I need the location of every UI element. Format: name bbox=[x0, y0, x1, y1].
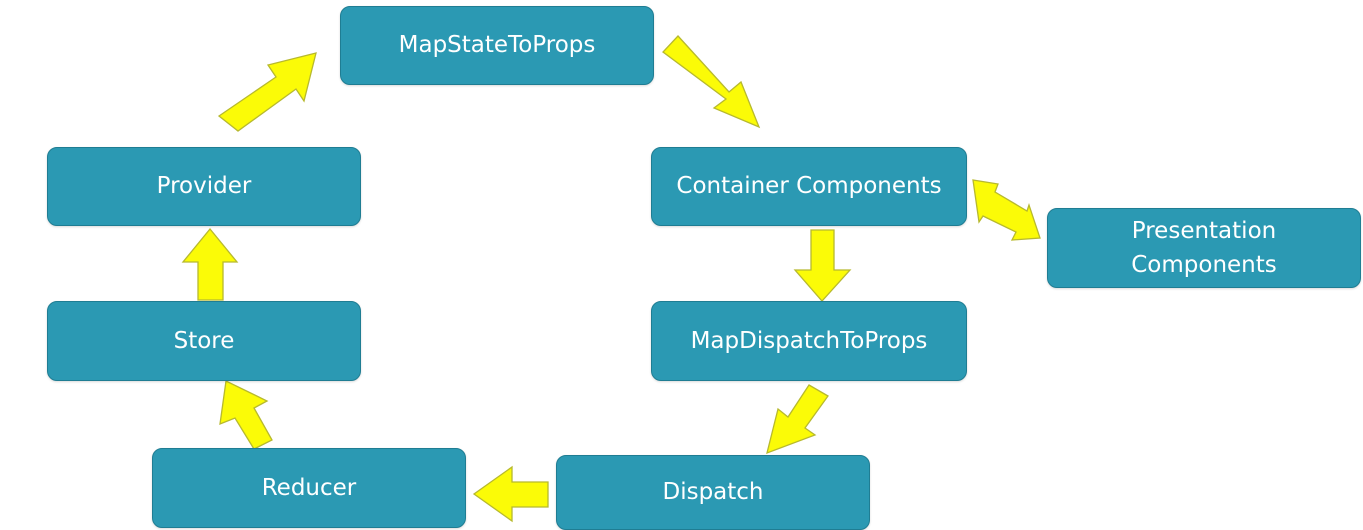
node-container-components: Container Components bbox=[651, 147, 967, 226]
arrow-dispatch-to-reducer bbox=[472, 465, 549, 523]
arrow-store-to-provider bbox=[181, 227, 239, 301]
node-dispatch: Dispatch bbox=[556, 455, 870, 530]
node-map-dispatch-to-props: MapDispatchToProps bbox=[651, 301, 967, 381]
arrow-container-to-mapdispatchtoprops bbox=[793, 229, 852, 302]
arrow-container-to-presentation bbox=[972, 179, 1041, 241]
node-store: Store bbox=[47, 301, 361, 381]
arrow-mapdispatchtoprops-to-dispatch bbox=[766, 384, 829, 455]
node-map-state-to-props: MapStateToProps bbox=[340, 6, 654, 85]
node-reducer: Reducer bbox=[152, 448, 466, 528]
arrow-provider-to-mapstatetoprops bbox=[217, 52, 317, 132]
node-provider: Provider bbox=[47, 147, 361, 226]
arrow-mapstatetoprops-to-container bbox=[662, 35, 761, 129]
arrow-reducer-to-store bbox=[219, 380, 273, 450]
node-presentation-components: Presentation Components bbox=[1047, 208, 1361, 288]
